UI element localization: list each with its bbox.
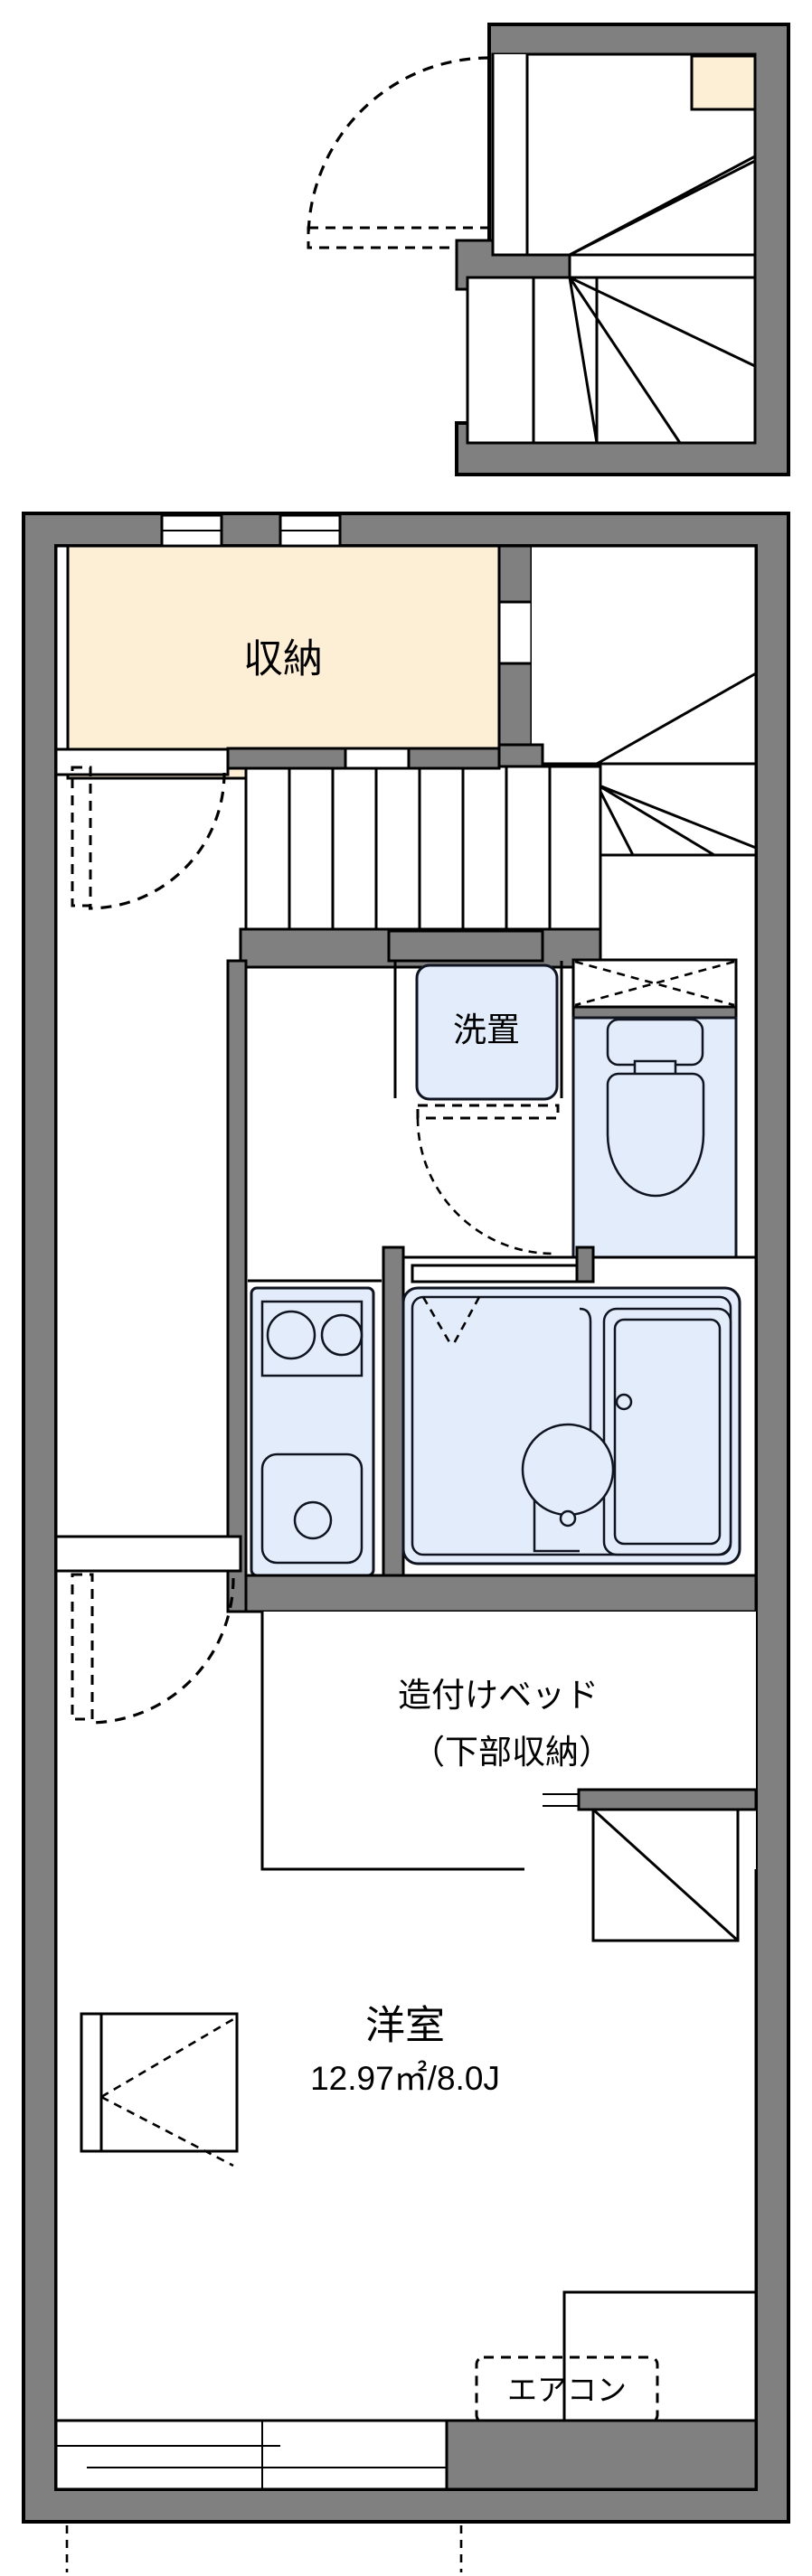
toilet-bowl xyxy=(606,1072,705,1198)
built-in-bed-label-line1: 造付けベッド xyxy=(398,1677,599,1714)
laundry-label: 洗置 xyxy=(453,1011,520,1048)
sliding-window-panel-lines xyxy=(56,2421,447,2489)
balcony-projection xyxy=(65,2525,463,2572)
hall-door-lower[interactable] xyxy=(54,1535,242,1725)
main-stair-treads xyxy=(244,765,602,933)
ac-label: エアコン xyxy=(507,2374,627,2407)
storage-right-jamb xyxy=(497,544,533,604)
toilet-window-sill xyxy=(571,1005,738,1020)
upper-stair-diagonal xyxy=(569,159,756,257)
sliding-window-frame xyxy=(54,2419,448,2491)
bottom-sliding-window xyxy=(54,2419,758,2491)
stair-head-beam-right xyxy=(407,747,501,770)
laundry-area: 洗置 xyxy=(387,929,563,1255)
left-closet-fold-lower xyxy=(100,2095,234,2167)
hall-door-lower-leaf xyxy=(71,1573,94,1721)
western-room: 洋室 12.97㎡/8.0J xyxy=(310,2004,500,2097)
western-room-label: 洋室 xyxy=(365,2004,445,2048)
stove-burner-left xyxy=(266,1310,316,1360)
kitchen-bath-partition xyxy=(382,1246,405,1579)
bathtub-inner xyxy=(613,1318,722,1546)
bath-door-swing-left xyxy=(421,1296,454,1348)
wet-zone-bottom-wall xyxy=(239,1574,758,1613)
hall-door-lower-opening xyxy=(54,1535,242,1573)
left-closet xyxy=(80,2012,239,2167)
stair-head-opening xyxy=(344,747,411,770)
bath-door-jamb xyxy=(575,1246,595,1283)
stove-burner-right xyxy=(320,1313,364,1357)
entrance-door-leaf xyxy=(307,226,491,249)
upper-stair-treads xyxy=(466,276,757,445)
upper-corner-storage xyxy=(690,54,757,111)
main-floor-block: 収納 xyxy=(22,512,790,2572)
stair-head-beam-left xyxy=(226,747,347,770)
storage-loft-fill xyxy=(66,544,501,780)
left-closet-fold-upper xyxy=(100,2017,234,2099)
wet-zone-left-wall xyxy=(226,959,248,1613)
top-windows xyxy=(160,513,342,548)
bath-door xyxy=(411,1264,579,1283)
upper-floor-block xyxy=(307,23,790,476)
left-closet-box xyxy=(80,2012,239,2153)
bottom-wall-right-section xyxy=(445,2419,758,2491)
upper-stair-tread-lines xyxy=(532,277,599,443)
upper-stair-winder-lines xyxy=(568,155,756,444)
toilet-window xyxy=(571,958,738,1009)
main-stair-tread-lines xyxy=(288,766,552,931)
western-room-area: 12.97㎡/8.0J xyxy=(310,2059,500,2097)
unit-bath xyxy=(401,1246,758,1579)
washbasin-bowl xyxy=(521,1423,615,1517)
bedside-closet xyxy=(543,1788,758,1942)
entrance-door[interactable] xyxy=(307,56,491,249)
bedside-closet-diagonal xyxy=(591,1808,740,1942)
kitchen-unit xyxy=(248,1279,382,1577)
laundry-door-leaf xyxy=(416,1104,560,1120)
main-stair-winder-lines xyxy=(595,672,757,857)
bedside-closet-rail xyxy=(543,1793,579,1807)
hall-door-upper-leaf xyxy=(71,766,92,907)
washing-machine-pan xyxy=(415,964,559,1101)
storage-right-opening xyxy=(497,600,533,665)
hall-door-upper-opening xyxy=(54,747,230,776)
storage-loft-room: 収納 xyxy=(66,544,501,780)
bath-door-swing-right xyxy=(450,1296,481,1348)
hall-door-lower-swing xyxy=(88,1577,235,1725)
hall-door-upper-swing xyxy=(88,772,226,910)
built-in-bed-label-line2: （下部収納） xyxy=(411,1734,612,1771)
laundry-top-wall xyxy=(387,929,544,963)
toilet-window-x xyxy=(574,960,735,1007)
toilet-room xyxy=(571,958,738,1259)
laundry-door-swing xyxy=(416,1117,554,1255)
toilet-cistern xyxy=(606,1018,704,1067)
sink-drain xyxy=(293,1500,333,1540)
storage-loft-label: 収納 xyxy=(243,637,323,682)
bathtub-drain xyxy=(615,1393,633,1411)
entrance-door-swing-arc xyxy=(307,56,490,240)
hall-door-upper[interactable] xyxy=(54,747,230,910)
bedside-closet-header xyxy=(577,1788,758,1811)
washbasin-drain xyxy=(559,1509,577,1528)
built-in-bed-left-edge xyxy=(260,1612,524,1871)
main-upper-stair-outline xyxy=(532,544,758,857)
